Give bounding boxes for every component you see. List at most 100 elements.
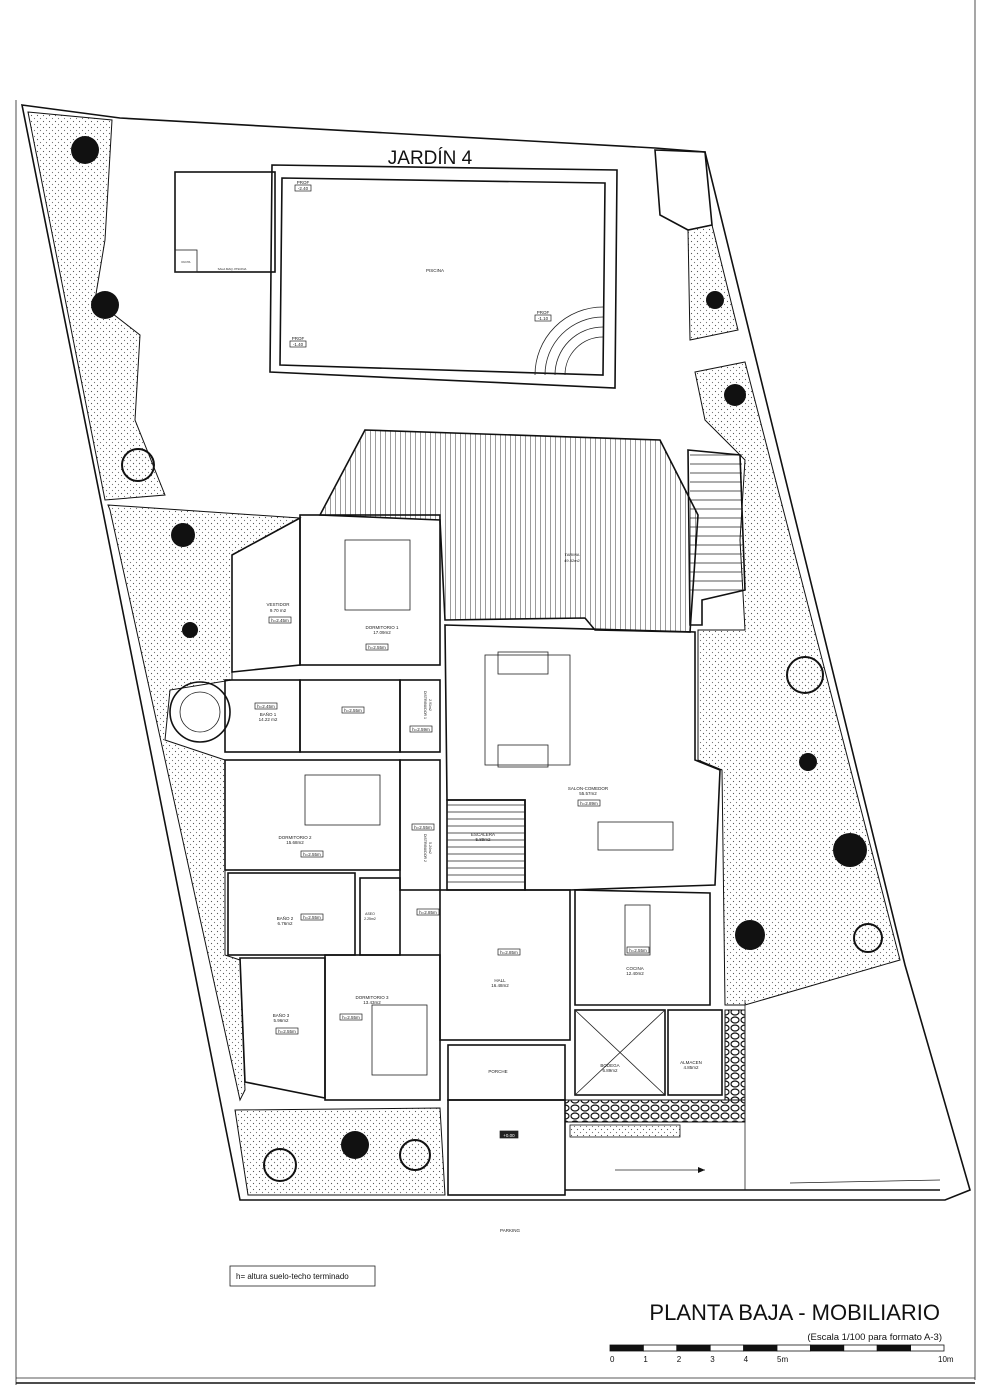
room-name: ALMACEN [680, 1060, 702, 1065]
entrance-level: +0.00 [503, 1133, 515, 1138]
pool-label: PISCINA [426, 268, 444, 273]
room-height: h=2.55m [303, 852, 321, 857]
palm-icon [91, 291, 119, 319]
drawing-title: PLANTA BAJA - MOBILIARIO [649, 1300, 940, 1325]
room-name-tarima: TARIMA [565, 552, 580, 557]
scale-bar: 0 1 2 3 4 5m 10m [609, 1344, 954, 1364]
scale-tick-label: 5m [777, 1355, 788, 1364]
room-height: h=2.55m [344, 708, 362, 713]
bed [344, 539, 411, 611]
room-height: h=2.55m [629, 948, 647, 953]
room-labels: VESTIDOR 9.70 m2 h=2.45m DORMITORIO 1 17… [254, 602, 702, 1233]
scale-tick-label: 1 [643, 1355, 648, 1364]
room-name: VESTIDOR [266, 602, 290, 607]
palm-icon [71, 136, 99, 164]
room-area: 17.09m2 [373, 630, 391, 635]
room-area: 9.70 m2 [270, 608, 287, 613]
room-area-tarima: 49.82m2 [564, 558, 580, 563]
scale-segment [709, 1344, 745, 1352]
scale-segment [843, 1344, 878, 1352]
room-area: 15.68m2 [286, 840, 304, 845]
scale-segment [743, 1344, 778, 1352]
scale-tick-label: 2 [677, 1355, 682, 1364]
bed [304, 774, 381, 826]
room-height: h=2.59m [412, 727, 430, 732]
room-name: BAÑO 3 [273, 1012, 290, 1018]
rug [484, 654, 571, 766]
room-area: 5.89m2 [475, 837, 491, 842]
pool: DUCHA SALA MAQ. PISCINA PISCINA PROF -2.… [174, 164, 618, 389]
palm-icon [341, 1131, 369, 1159]
shower [174, 249, 198, 273]
depth-label: PROF [537, 310, 550, 315]
kitchen-island [624, 904, 651, 956]
garden-areas [27, 111, 901, 1196]
scale-tick-label: 3 [710, 1355, 715, 1364]
room-area: 14.22 m2 [259, 717, 278, 722]
sofa [497, 744, 549, 768]
room-name: DISTRIBUIDOR 2 [423, 834, 427, 862]
room-area: 5.96m2 [273, 1018, 289, 1023]
room-name: DORMITORIO 1 [366, 625, 399, 630]
depth-value: -1.40 [293, 342, 304, 347]
room-area: 12.40m2 [626, 971, 644, 976]
room-area: 6.76m2 [277, 921, 293, 926]
scale-tick-label: 4 [744, 1355, 749, 1364]
jacuzzi [169, 681, 231, 743]
shrub-icon [263, 1148, 297, 1182]
room-height: h=2.85m [500, 950, 518, 955]
room-area: 5.24m2 [428, 842, 432, 854]
room-name: SALON-COMEDOR [568, 786, 609, 791]
room-height: h=2.45m [271, 618, 289, 623]
scale-segment [776, 1344, 811, 1352]
room-name: DORMITORIO 3 [356, 995, 389, 1000]
furniture [304, 539, 674, 1076]
room-area: 6.89m2 [602, 1068, 618, 1073]
scale-segment [810, 1344, 845, 1352]
scale-segment [609, 1344, 644, 1352]
bed [371, 1004, 428, 1076]
scale-segment [876, 1344, 912, 1352]
palm-icon [171, 523, 195, 547]
scale-segment [910, 1344, 945, 1352]
room-area: 4.85m2 [683, 1065, 699, 1070]
room-height: h=2.55m [368, 645, 386, 650]
palm-icon [706, 291, 724, 309]
room-name: HALL [494, 978, 506, 983]
shrub-icon [399, 1139, 431, 1171]
depth-value: -2.40 [298, 186, 309, 191]
scale-tick-label: 0 [610, 1355, 615, 1364]
legend-box [229, 1265, 376, 1287]
shrub-icon [786, 656, 824, 694]
plant-icons [71, 136, 883, 1182]
room-name: ASEO [365, 912, 375, 916]
dining-table [597, 821, 674, 851]
room-area: 16.48m2 [491, 983, 509, 988]
room-area: 2.91m2 [428, 699, 432, 711]
house-walls [169, 514, 941, 1196]
palm-icon [182, 622, 198, 638]
legend-note: h= altura suelo-techo terminado [236, 1272, 349, 1281]
plot-boundary [20, 104, 971, 1201]
machine-room-label: SALA MAQ. PISCINA [218, 267, 247, 271]
scale-tick-label: 10m [938, 1355, 954, 1364]
room-height: h=2.89m [580, 801, 598, 806]
shower-label: DUCHA [182, 261, 191, 264]
palm-icon [833, 833, 867, 867]
shrub-icon [121, 448, 155, 482]
palm-icon [724, 384, 746, 406]
room-height: h=2.45m [257, 704, 275, 709]
room-area: 55.57m2 [579, 791, 597, 796]
room-name: BODEGA [600, 1063, 619, 1068]
scale-note: (Escala 1/100 para formato A-3) [807, 1332, 942, 1343]
room-height: h=2.85m [419, 910, 437, 915]
scale-segment [676, 1344, 711, 1352]
room-name: BAÑO 2 [277, 915, 294, 921]
scale-segment [643, 1344, 678, 1352]
room-height: h=2.55m [414, 825, 432, 830]
room-name: DISTRIBUIDOR 1 [423, 691, 427, 719]
garden-stairs [654, 149, 746, 626]
palm-icon [735, 920, 765, 950]
garden-title: JARDÍN 4 [388, 148, 473, 169]
room-area: 13.43m2 [363, 1000, 381, 1005]
